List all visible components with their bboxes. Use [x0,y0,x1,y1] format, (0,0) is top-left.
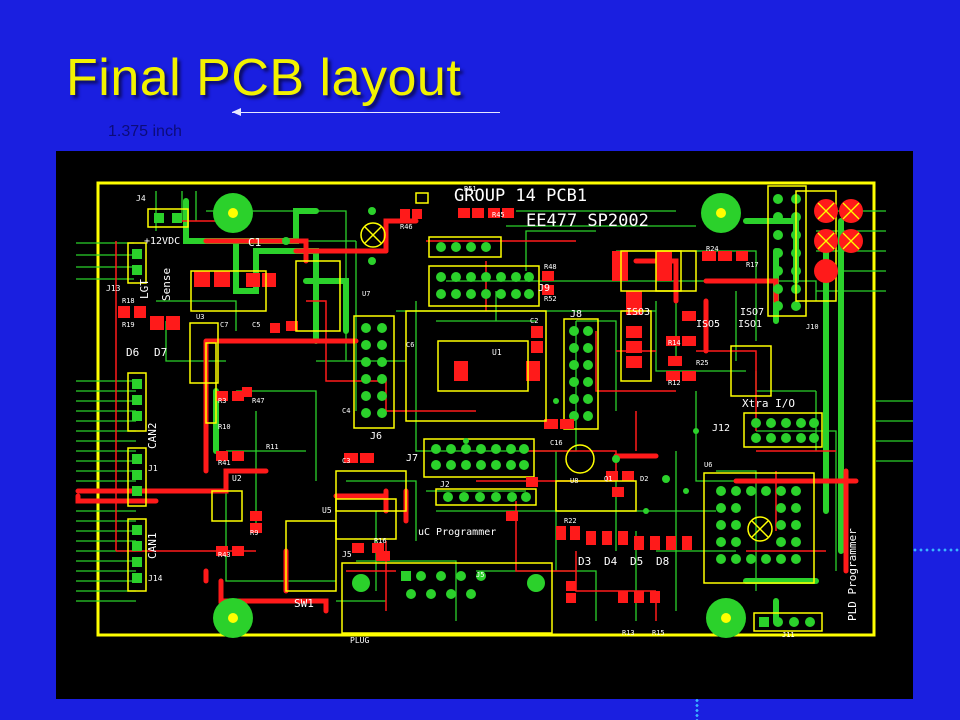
label-d4: D4 [604,555,618,568]
label-r48: R48 [544,263,557,271]
label-d8: D8 [656,555,669,568]
label-can2: CAN2 [146,423,159,450]
label-d5: D5 [630,555,643,568]
label-iso7: ISO7 [740,307,764,318]
silkscreen-labels: GROUP 14 PCB1 EE477 SP2002 J4 +12VDC C1 … [106,185,859,645]
label-iso5: ISO5 [696,319,720,330]
decorative-dots-bottom [694,698,700,720]
board-header-line1: GROUP 14 PCB1 [454,186,587,206]
led-footprints [360,199,863,542]
board-outline [96,181,876,637]
label-j11: J11 [782,631,795,639]
label-r46: R46 [400,223,413,231]
label-j7: J7 [406,453,418,464]
label-c6: C6 [406,341,414,349]
label-j12: J12 [712,423,730,434]
label-r47: R47 [252,397,265,405]
label-programmer: uC Programmer [418,527,496,538]
label-d3: D3 [578,555,591,568]
label-r10: R10 [218,423,231,431]
label-r3: R3 [218,397,226,405]
label-pld: PLD Programmer [846,528,859,621]
label-j5: J5 [342,550,352,559]
label-c16: C16 [550,439,563,447]
label-j8: J8 [570,309,582,320]
label-u5: U5 [322,506,332,515]
label-r24: R24 [706,245,719,253]
label-j4: J4 [136,194,146,203]
smd-pads [118,208,748,603]
green-traces-thick [183,198,844,624]
label-can1: CAN1 [146,533,159,560]
label-u7: U7 [362,290,370,298]
label-r12: R12 [668,379,681,387]
label-j1: J1 [148,464,158,473]
label-d6: D6 [126,346,139,359]
label-c3: C3 [342,457,350,465]
label-u1: U1 [492,348,502,357]
label-r19: R19 [122,321,135,329]
label-j5b: J5 [476,571,484,579]
label-sense: Sense [160,268,173,301]
pcb-drawing: GROUP 14 PCB1 EE477 SP2002 J4 +12VDC C1 … [75,181,913,645]
label-r22: R22 [564,517,577,525]
board-header-line2: EE477 SP2002 [526,211,649,231]
label-r43: R43 [218,551,231,559]
label-r13: R13 [622,629,635,637]
label-iso1: ISO1 [738,319,762,330]
label-j10: J10 [806,323,819,331]
slide-title: Final PCB layout [66,49,462,107]
label-r25: R25 [696,359,709,367]
pcb-layout-image: GROUP 14 PCB1 EE477 SP2002 J4 +12VDC C1 … [56,151,913,699]
dimension-label: 1.375 inch [108,123,182,140]
dimension-line [232,112,500,113]
label-j14: J14 [148,574,163,583]
label-r11: R11 [266,443,279,451]
red-traces-thick [75,218,859,614]
connector-pads [127,185,823,634]
label-c1: C1 [248,236,261,249]
label-r45: R45 [492,211,505,219]
label-q1: Q1 [604,475,612,483]
label-r41: R41 [218,459,231,467]
label-iso3: ISO3 [626,307,650,318]
label-r17: R17 [746,261,759,269]
label-u6: U6 [704,461,712,469]
label-u8: U8 [570,477,578,485]
label-r16: R16 [374,537,387,545]
label-j9: J9 [538,283,550,294]
dimension-arrow-icon [232,108,241,116]
label-c5: C5 [252,321,260,329]
label-r9: R9 [250,529,258,537]
label-d2: D2 [640,475,648,483]
label-sw1: SW1 [294,597,314,610]
component-outlines [189,190,837,592]
label-r18: R18 [122,297,135,305]
label-plug: PLUG [350,636,369,645]
label-r14: R14 [668,339,681,347]
label-r15: R15 [652,629,665,637]
label-xtra: Xtra I/O [742,397,795,410]
label-j2: J2 [440,480,450,489]
label-c4: C4 [342,407,350,415]
decorative-dots [912,548,960,552]
label-d7: D7 [154,346,167,359]
mounting-holes [213,193,746,638]
label-r52: R52 [544,295,557,303]
label-r51: R51 [464,185,477,193]
label-j6: J6 [370,431,382,442]
label-c2: C2 [530,317,538,325]
label-lgt: LGT [138,279,151,299]
label-vdc: +12VDC [144,236,180,247]
label-u2: U2 [232,474,242,483]
label-u3: U3 [196,313,204,321]
label-c7: C7 [220,321,228,329]
label-j13: J13 [106,284,121,293]
